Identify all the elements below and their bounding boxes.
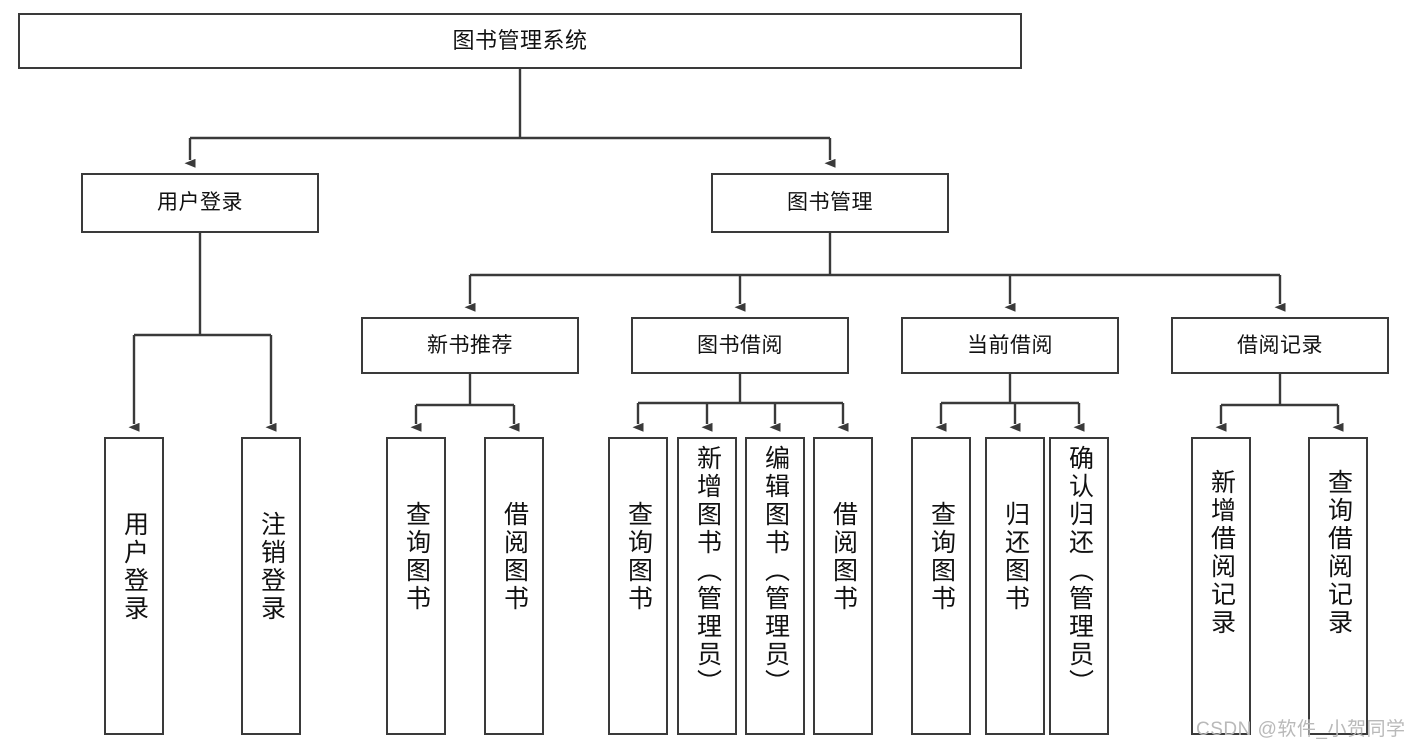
node-leaf-user-login-label: 用户登录: [120, 511, 149, 623]
node-leaf-borrow-book-1[interactable]: 借阅图书: [484, 437, 544, 735]
node-leaf-confirm-return[interactable]: 确认归还（管理员）: [1049, 437, 1109, 735]
node-borrow-record-label: 借阅记录: [1237, 333, 1323, 357]
node-leaf-add-record-label: 新增借阅记录: [1207, 469, 1236, 637]
node-current-borrow-label: 当前借阅: [967, 333, 1053, 357]
node-leaf-return-book-label: 归还图书: [1001, 501, 1030, 613]
node-root-label: 图书管理系统: [452, 27, 588, 53]
node-leaf-borrow-book-2-label: 借阅图书: [829, 501, 858, 613]
node-root[interactable]: 图书管理系统: [18, 13, 1022, 69]
node-leaf-add-book[interactable]: 新增图书（管理员）: [677, 437, 737, 735]
node-leaf-edit-book[interactable]: 编辑图书（管理员）: [745, 437, 805, 735]
node-current-borrow[interactable]: 当前借阅: [901, 317, 1119, 374]
node-leaf-logout[interactable]: 注销登录: [241, 437, 301, 735]
node-leaf-query-record-label: 查询借阅记录: [1324, 469, 1353, 637]
node-user-login-label: 用户登录: [157, 191, 243, 215]
node-leaf-logout-label: 注销登录: [257, 511, 286, 623]
node-leaf-query-book-3[interactable]: 查询图书: [911, 437, 971, 735]
node-leaf-query-book-3-label: 查询图书: [927, 501, 956, 613]
node-book-borrow[interactable]: 图书借阅: [631, 317, 849, 374]
node-leaf-query-book-2-label: 查询图书: [624, 501, 653, 613]
node-borrow-record[interactable]: 借阅记录: [1171, 317, 1389, 374]
node-new-book-recommend[interactable]: 新书推荐: [361, 317, 579, 374]
node-book-manage[interactable]: 图书管理: [711, 173, 949, 233]
node-leaf-borrow-book-2[interactable]: 借阅图书: [813, 437, 873, 735]
node-leaf-add-record[interactable]: 新增借阅记录: [1191, 437, 1251, 735]
node-leaf-query-book-1-label: 查询图书: [402, 501, 431, 613]
node-book-manage-label: 图书管理: [787, 191, 873, 215]
node-book-borrow-label: 图书借阅: [697, 333, 783, 357]
node-leaf-query-book-1[interactable]: 查询图书: [386, 437, 446, 735]
node-new-book-recommend-label: 新书推荐: [427, 333, 513, 357]
node-leaf-confirm-return-label: 确认归还（管理员）: [1065, 445, 1094, 697]
node-leaf-borrow-book-1-label: 借阅图书: [500, 501, 529, 613]
node-leaf-query-record[interactable]: 查询借阅记录: [1308, 437, 1368, 735]
node-leaf-return-book[interactable]: 归还图书: [985, 437, 1045, 735]
csdn-watermark: CSDN @软件_小贺同学: [1196, 719, 1405, 740]
node-leaf-add-book-label: 新增图书（管理员）: [693, 445, 722, 697]
node-leaf-user-login[interactable]: 用户登录: [104, 437, 164, 735]
node-leaf-query-book-2[interactable]: 查询图书: [608, 437, 668, 735]
node-leaf-edit-book-label: 编辑图书（管理员）: [761, 445, 790, 697]
node-user-login[interactable]: 用户登录: [81, 173, 319, 233]
